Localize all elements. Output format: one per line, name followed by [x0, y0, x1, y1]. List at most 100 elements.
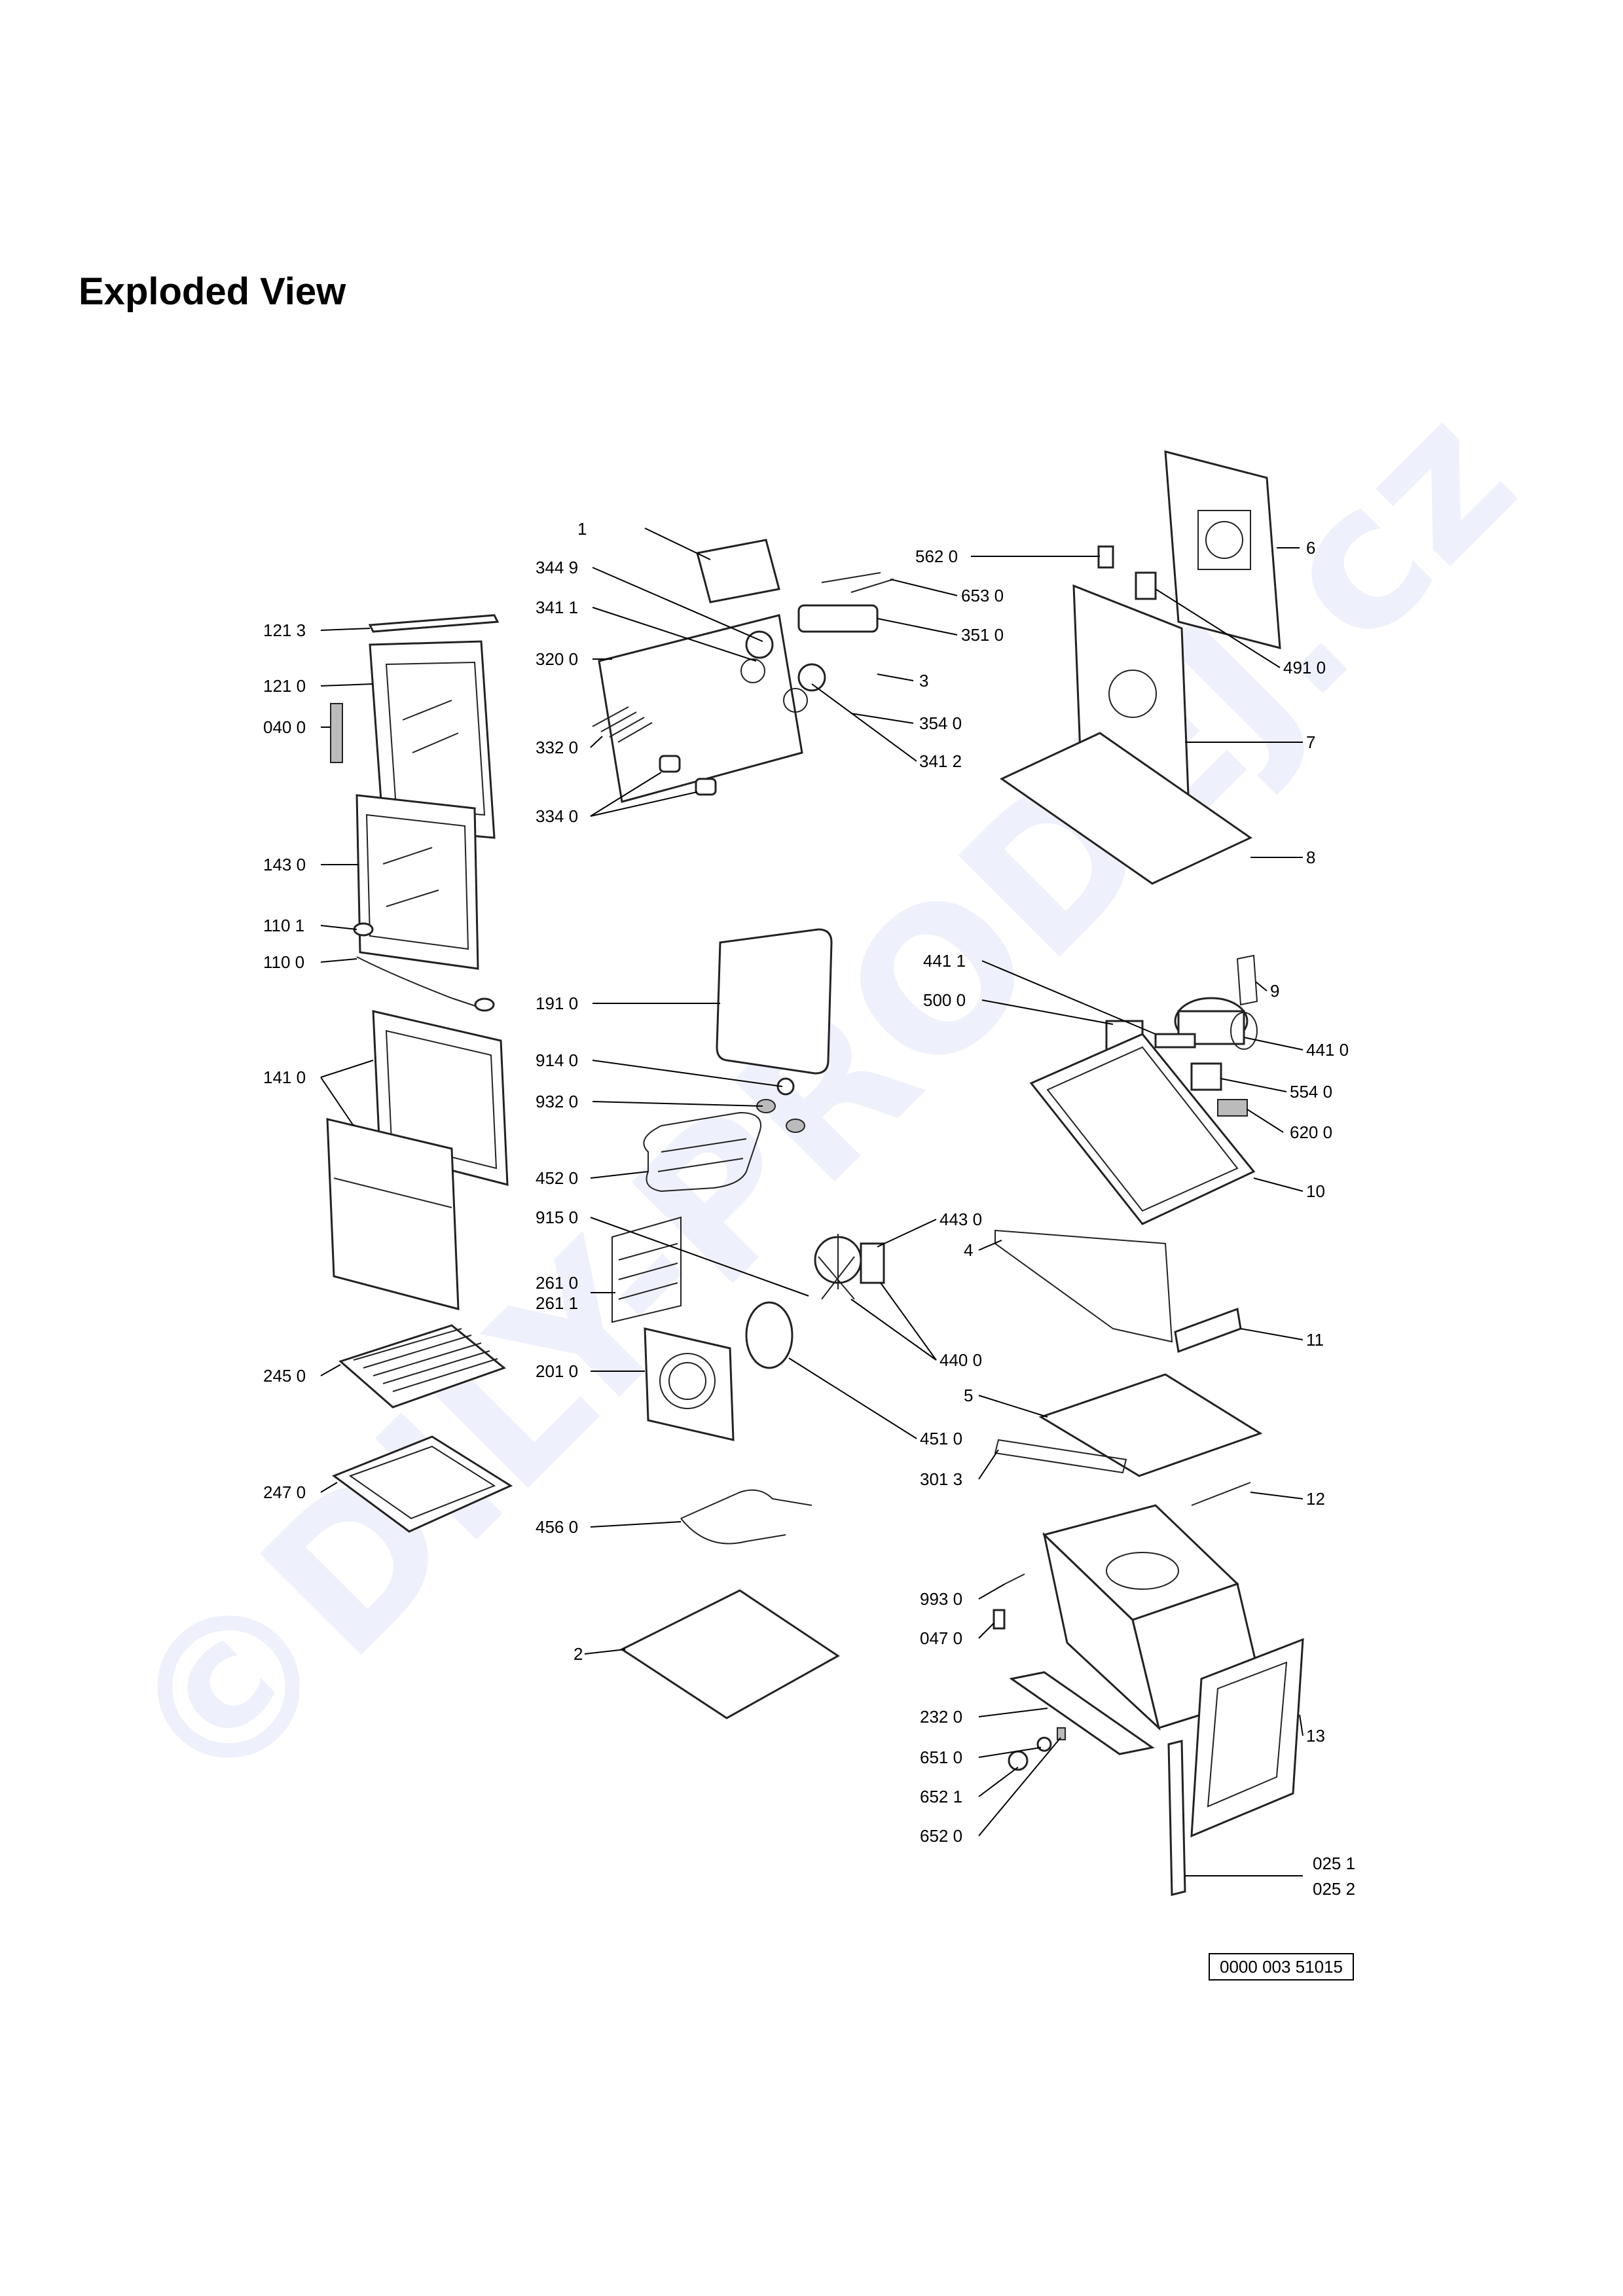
callout-label: 245 0 — [263, 1366, 306, 1386]
callout-label: 441 0 — [1306, 1040, 1349, 1060]
callout-label: 334 0 — [536, 806, 578, 826]
control-panel-front — [598, 614, 808, 803]
front-frame-bar — [1009, 1671, 1155, 1755]
callout-label: 351 0 — [961, 625, 1004, 645]
callout-label: 110 0 — [263, 952, 304, 972]
baking-tray — [331, 1435, 513, 1533]
inner-glass-panel — [356, 794, 479, 970]
callout-label: 562 0 — [915, 547, 958, 566]
callout-label: 110 1 — [263, 916, 304, 935]
top-relay — [1097, 545, 1157, 600]
selector-knobs — [1008, 1727, 1066, 1771]
knob-bezels — [745, 630, 826, 692]
callout-label: 261 0 — [536, 1273, 578, 1293]
callout-label: 652 1 — [920, 1787, 962, 1806]
callout-label: 914 0 — [536, 1050, 578, 1070]
callout-label: 993 0 — [920, 1589, 962, 1609]
insulation-plate — [1038, 1373, 1263, 1477]
callout-label: 11 — [1306, 1330, 1324, 1350]
callout-label: 354 0 — [919, 713, 962, 733]
door-handle-parts — [353, 922, 495, 1012]
document-number: 0000 003 51015 — [1209, 1953, 1354, 1981]
callout-label: 232 0 — [920, 1707, 962, 1727]
callout-labels: 1 344 9 341 1 320 0 332 0 334 0 562 0 65… — [263, 519, 1355, 1899]
small-latch — [993, 1609, 1006, 1630]
bottom-heating-element — [680, 1489, 812, 1545]
convection-fan-motor — [814, 1234, 885, 1300]
fan-gasket-ring — [745, 1301, 793, 1369]
callout-label: 5 — [964, 1386, 973, 1405]
display-module — [696, 539, 780, 603]
callout-label: 8 — [1306, 848, 1315, 867]
callout-label: 341 2 — [919, 751, 962, 771]
switch-parts — [1190, 1062, 1248, 1117]
watermark: ©DILY-PRODEJ.cz — [81, 363, 1557, 1839]
callout-label: 025 1 — [1313, 1854, 1355, 1873]
callout-label: 047 0 — [920, 1628, 962, 1648]
top-panel — [1000, 732, 1252, 885]
cooling-fan — [1174, 997, 1258, 1050]
callout-label: 121 3 — [263, 620, 306, 640]
wire-shelf — [338, 1324, 507, 1408]
callout-label: 451 0 — [920, 1429, 962, 1448]
grill-element — [643, 1111, 761, 1193]
connector-strip — [1154, 1033, 1196, 1049]
callout-label: 121 0 — [263, 676, 306, 696]
callout-label: 915 0 — [536, 1208, 578, 1227]
knob-springs — [592, 706, 653, 743]
callout-label: 1 — [577, 519, 587, 539]
callout-label: 10 — [1306, 1181, 1325, 1201]
callout-label: 7 — [1306, 732, 1315, 752]
base-frame — [1029, 1033, 1256, 1225]
callout-label: 247 0 — [263, 1482, 306, 1502]
callout-label: 141 0 — [263, 1067, 306, 1087]
callout-label: 344 9 — [536, 558, 578, 577]
callout-label: 6 — [1306, 538, 1315, 558]
callout-label: 932 0 — [536, 1092, 578, 1111]
page-title: Exploded View — [79, 270, 346, 313]
door-frame-panel — [1190, 1638, 1304, 1838]
callout-label: 040 0 — [263, 717, 306, 737]
leader-lines — [320, 528, 1304, 1876]
fan-cover — [644, 1327, 735, 1441]
lamp-holders — [756, 1077, 805, 1133]
callout-label: 13 — [1306, 1726, 1325, 1746]
callout-label: 653 0 — [961, 586, 1004, 605]
bottom-tray-panel — [619, 1589, 840, 1719]
callout-label: 191 0 — [536, 994, 578, 1013]
door-glass-pair — [326, 1010, 509, 1310]
callout-label: 261 1 — [536, 1293, 578, 1313]
callout-label: 441 1 — [923, 951, 966, 971]
callout-label: 452 0 — [536, 1168, 578, 1188]
rack-supports — [611, 1216, 682, 1323]
callout-label: 12 — [1306, 1489, 1325, 1509]
oven-cavity — [1042, 1504, 1265, 1731]
callout-label: 2 — [574, 1644, 583, 1664]
callout-label: 341 1 — [536, 598, 578, 617]
back-panel — [1164, 450, 1281, 649]
bracket-small — [1174, 1307, 1242, 1354]
rod — [1191, 1482, 1251, 1506]
cavity-screw — [1004, 1573, 1025, 1585]
callout-label: 456 0 — [536, 1517, 578, 1537]
callout-label: 500 0 — [923, 990, 966, 1010]
callout-label: 491 0 — [1283, 658, 1326, 677]
callout-label: 620 0 — [1290, 1122, 1332, 1142]
callout-label: 3 — [919, 671, 928, 691]
vertical-side-strip — [1167, 1740, 1186, 1896]
outer-door-panel — [369, 640, 496, 839]
callout-label: 651 0 — [920, 1748, 962, 1767]
oven-light-cover — [716, 928, 833, 1075]
side-bracket — [994, 1229, 1173, 1343]
callout-label: 301 3 — [920, 1469, 962, 1489]
callout-label: 440 0 — [939, 1350, 982, 1370]
callout-label: 443 0 — [939, 1210, 982, 1229]
door-hinge — [330, 703, 343, 763]
door-top-trim — [368, 614, 500, 633]
callout-label: 9 — [1270, 981, 1279, 1001]
callout-label: 201 0 — [536, 1361, 578, 1381]
wiring-harness-top — [797, 572, 894, 633]
callout-label: 332 0 — [536, 738, 578, 757]
fan-bracket — [1236, 954, 1258, 1006]
